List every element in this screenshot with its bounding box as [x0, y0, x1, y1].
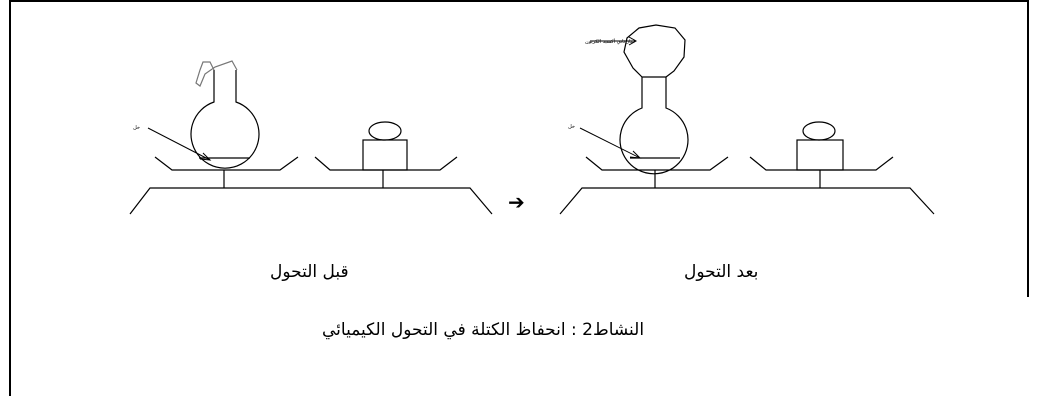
activity-caption: النشاط2 : انحفاظ الكتلة في التحول الكيمي…: [322, 320, 645, 340]
vinegar-label-after: خل: [568, 124, 575, 130]
vinegar-pointer-after: [579, 127, 641, 159]
label-before: قبل التحول: [270, 262, 349, 282]
pan-left-after: [585, 156, 729, 171]
label-after: بعد التحول: [684, 262, 759, 282]
vinegar-pointer-before: [147, 127, 211, 161]
frame-right-border: [1027, 0, 1029, 297]
frame-left-border: [9, 0, 11, 396]
weight-ellipse-before: [368, 121, 402, 141]
gas-label: غاز ثاني أكسيد الكربون: [585, 38, 634, 45]
vinegar-label-before: خل: [133, 125, 140, 131]
pan-left-before: [154, 156, 299, 171]
weight-block-after: [796, 139, 844, 171]
pan-right-after: [749, 156, 894, 171]
flask-before: [190, 60, 260, 169]
tube-before: [195, 60, 238, 87]
balloon-after: [623, 24, 686, 78]
balance-body-after: [559, 187, 935, 215]
balance-body-before: [129, 187, 493, 215]
flask-after: [619, 24, 689, 175]
frame-top-border: [9, 0, 1029, 2]
weight-ellipse-after: [802, 121, 836, 141]
pan-right-before: [314, 156, 458, 171]
scene-after: [559, 24, 935, 215]
weight-block-before: [362, 139, 408, 171]
transformation-arrow-icon: ➔: [508, 190, 525, 214]
scene-before: [129, 60, 493, 215]
